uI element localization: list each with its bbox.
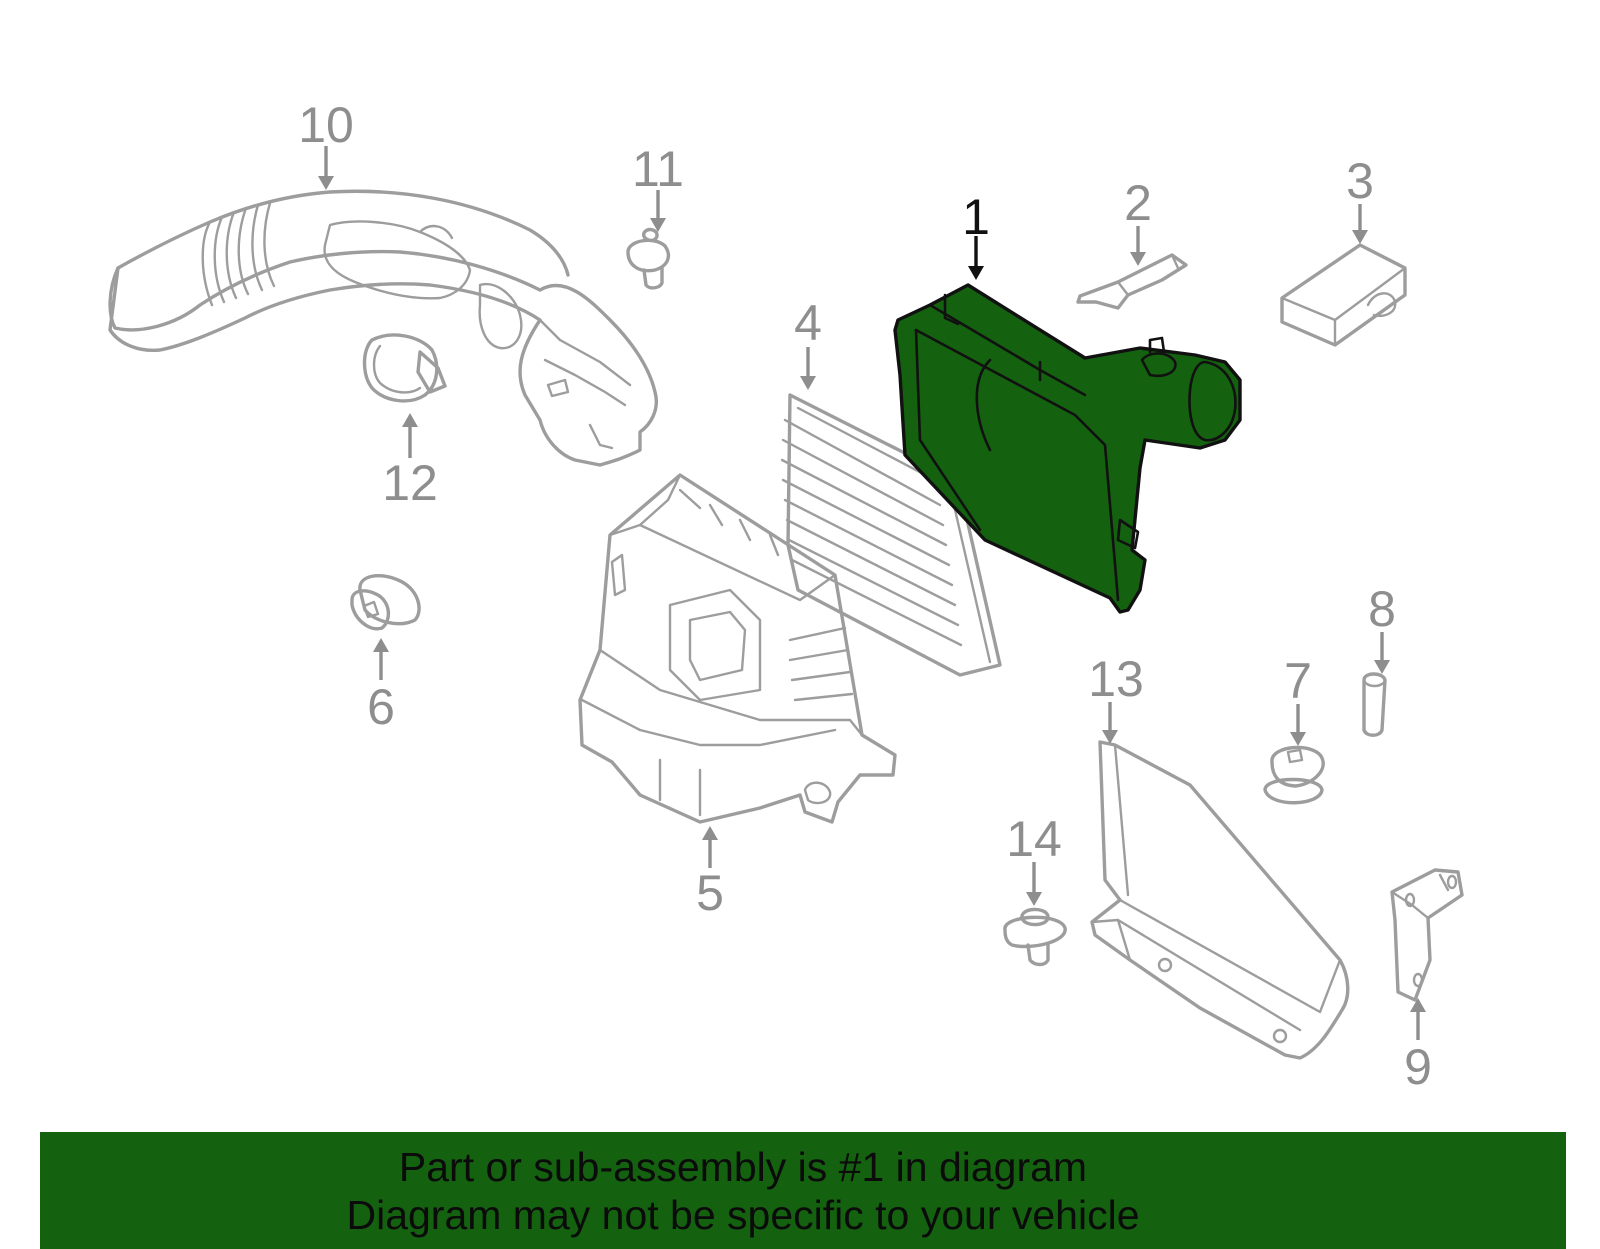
part-2-bracket[interactable] — [1076, 253, 1188, 310]
part-1-upper-cover[interactable] — [893, 283, 1242, 614]
callout-14: 14 — [1006, 811, 1062, 867]
callout-11: 11 — [632, 141, 684, 197]
part-13-air-duct[interactable] — [1090, 740, 1350, 1060]
callout-arrows — [318, 146, 1426, 1040]
callout-6: 6 — [367, 679, 395, 735]
callout-1: 1 — [962, 189, 990, 245]
part-14-push-clip[interactable] — [1003, 907, 1067, 967]
callout-9: 9 — [1404, 1039, 1432, 1095]
callout-10: 10 — [298, 97, 354, 153]
part-9-bracket[interactable] — [1390, 868, 1464, 1002]
part-5-lower-housing[interactable] — [578, 473, 897, 824]
part-3-block[interactable] — [1280, 243, 1407, 347]
part-12-hose-clamp[interactable] — [362, 333, 447, 403]
callout-labels: 10 11 12 6 4 5 1 2 3 8 7 13 14 9 — [298, 97, 1432, 1095]
part-10-intake-duct[interactable] — [108, 189, 658, 467]
callout-3: 3 — [1346, 153, 1374, 209]
callout-2: 2 — [1124, 175, 1152, 231]
callout-5: 5 — [696, 865, 724, 921]
part-8-pin[interactable] — [1362, 672, 1387, 737]
part-4-air-filter[interactable] — [780, 393, 1002, 677]
callout-13: 13 — [1088, 651, 1144, 707]
callout-12: 12 — [382, 455, 438, 511]
footer-banner: Part or sub-assembly is #1 in diagram Di… — [40, 1132, 1566, 1249]
callout-4: 4 — [794, 295, 822, 351]
callout-8: 8 — [1368, 581, 1396, 637]
footer-line-2: Diagram may not be specific to your vehi… — [346, 1191, 1140, 1238]
part-7-grommet[interactable] — [1263, 745, 1325, 805]
part-11-push-clip[interactable] — [626, 227, 671, 290]
part-6-grommet[interactable] — [350, 573, 421, 631]
footer-line-1: Part or sub-assembly is #1 in diagram — [398, 1143, 1088, 1190]
callout-7: 7 — [1284, 653, 1312, 709]
